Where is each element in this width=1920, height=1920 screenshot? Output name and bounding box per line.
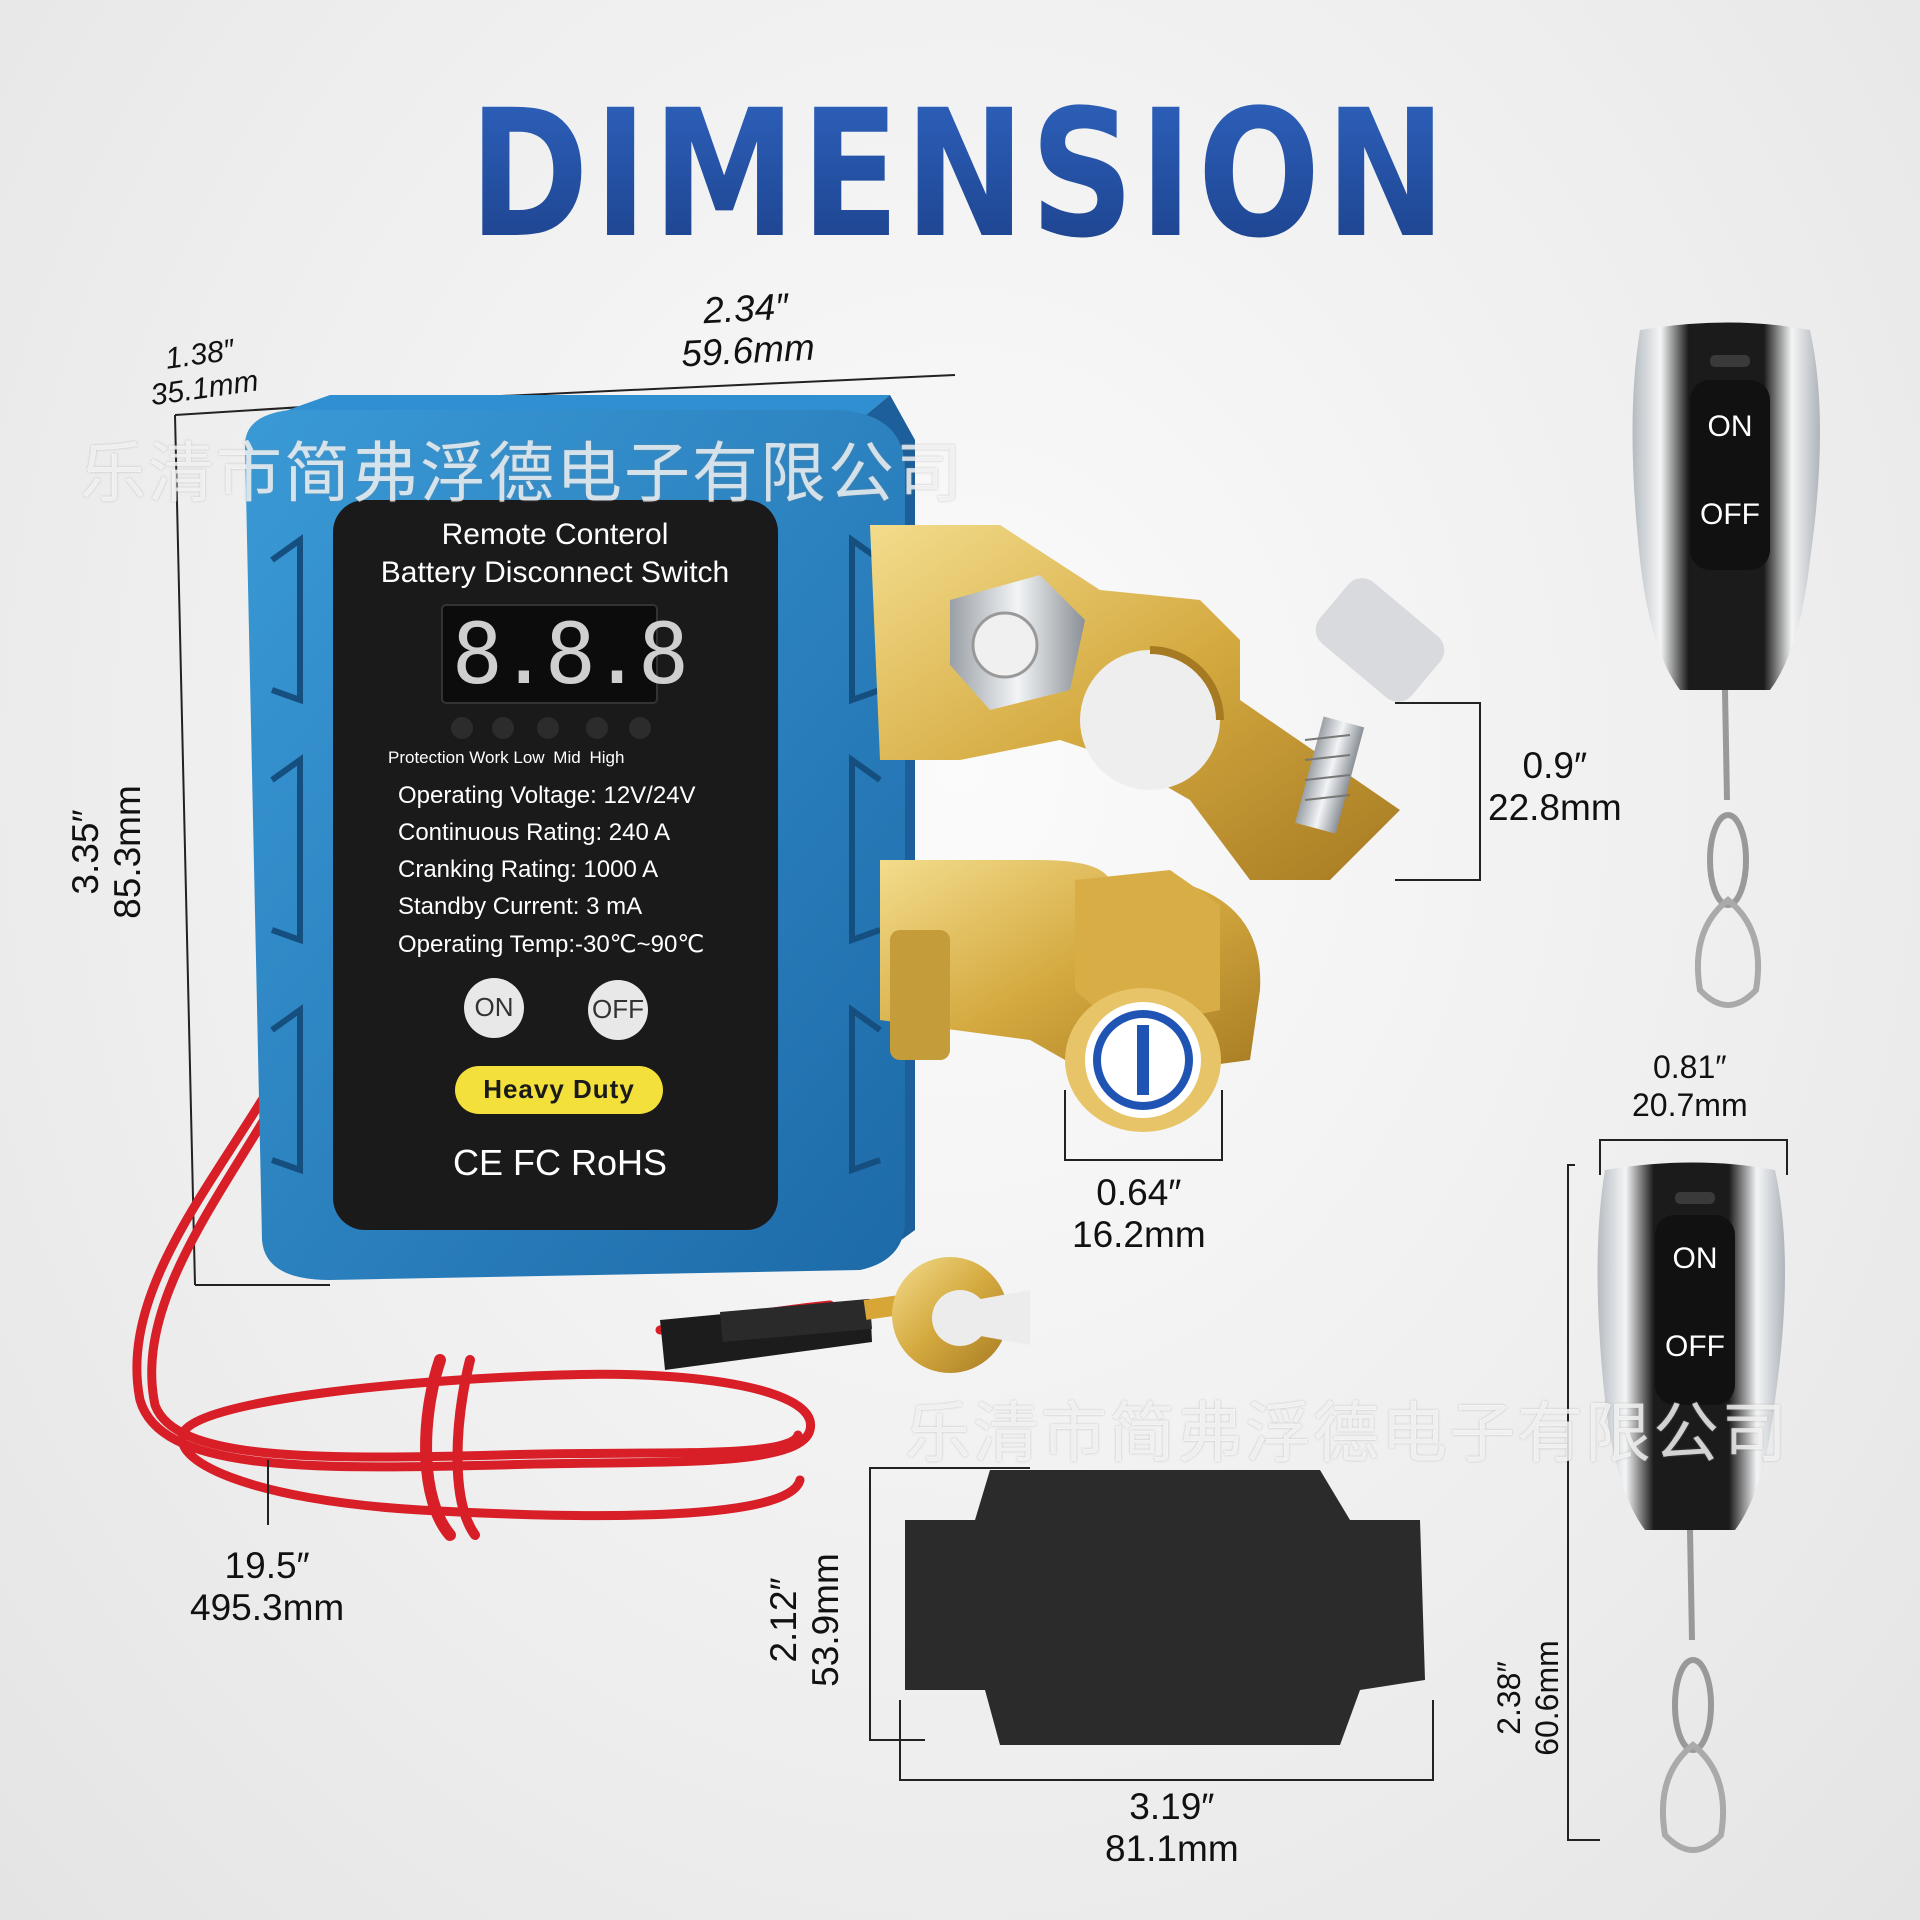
dim-post: 0.64″ 16.2mm [1072, 1172, 1206, 1256]
remote-top-off-button[interactable]: OFF [1700, 498, 1760, 531]
dim-remote-height: 2.38″ 60.6mm [1490, 1640, 1566, 1756]
dim-remote-width: 0.81″ 20.7mm [1632, 1048, 1748, 1124]
dim-pad-height-in: 2.12″ [762, 1577, 804, 1663]
cable-terminal [660, 1257, 1030, 1373]
rubber-pad [869, 1467, 1434, 1781]
dim-pad-width: 3.19″ 81.1mm [1105, 1786, 1239, 1870]
dim-cable-mm: 495.3mm [190, 1587, 345, 1628]
device-title-line1: Remote Conterol [441, 518, 669, 551]
indicator-mid: Mid [553, 748, 581, 767]
indicator-work: Work [469, 748, 509, 767]
remote-top [1632, 322, 1820, 1008]
certifications: CE FC RoHS [452, 1142, 668, 1183]
dim-clamp: 0.9″ 22.8mm [1488, 745, 1622, 829]
device-on-button[interactable]: ON [474, 992, 514, 1022]
dim-height: 3.35″ 85.3mm [65, 785, 149, 919]
battery-clamp [870, 525, 1445, 880]
spec-voltage: Operating Voltage: 12V/24V [398, 782, 696, 809]
spec-continuous: Continuous Rating: 240 A [398, 819, 671, 846]
battery-post [880, 860, 1261, 1132]
dim-cable: 19.5″ 495.3mm [190, 1545, 344, 1629]
remote-bottom-off-button[interactable]: OFF [1665, 1330, 1725, 1363]
remote-bottom-on-button[interactable]: ON [1672, 1242, 1718, 1275]
spec-temp: Operating Temp:-30℃~90℃ [398, 931, 705, 958]
switch-body [245, 395, 915, 1280]
dim-clamp-mm: 22.8mm [1488, 787, 1622, 828]
page-title: DIMENSION [173, 72, 1747, 277]
dim-remote-width-in: 0.81″ [1652, 1049, 1727, 1085]
heavy-duty-badge: Heavy Duty [483, 1074, 635, 1104]
dim-pad-height-mm: 53.9mm [804, 1553, 846, 1687]
device-off-button[interactable]: OFF [592, 994, 644, 1024]
dim-pad-height: 2.12″ 53.9mm [763, 1553, 847, 1687]
dim-width-mm: 59.6mm [680, 326, 816, 375]
dim-post-mm: 16.2mm [1072, 1214, 1206, 1255]
watermark-top: 乐清市简弗浮德电子有限公司 [80, 435, 964, 512]
dim-height-in: 3.35″ [64, 809, 106, 895]
dim-width-in: 2.34″ [702, 285, 790, 332]
dim-remote-width-mm: 20.7mm [1632, 1087, 1748, 1123]
dim-remote-height-in: 2.38″ [1490, 1661, 1527, 1735]
indicator-low: Low [513, 748, 545, 767]
spec-standby: Standby Current: 3 mA [398, 893, 643, 920]
indicator-protection: Protection [388, 748, 465, 767]
dim-clamp-in: 0.9″ [1522, 745, 1588, 786]
indicator-labels: Protection Work Low Mid High [388, 748, 624, 768]
dim-pad-width-mm: 81.1mm [1105, 1828, 1239, 1869]
dim-post-in: 0.64″ [1096, 1172, 1182, 1213]
dim-width: 2.34″ 59.6mm [678, 285, 816, 376]
device-title-line2: Battery Disconnect Switch [380, 556, 730, 589]
spec-cranking: Cranking Rating: 1000 A [398, 856, 659, 883]
led-display: 8.8.8 [452, 605, 689, 703]
indicator-high: High [589, 748, 625, 767]
remote-bottom [1567, 1139, 1788, 1853]
watermark-bottom: 乐清市简弗浮德电子有限公司 [905, 1395, 1789, 1472]
dim-pad-width-in: 3.19″ [1129, 1786, 1215, 1827]
remote-top-on-button[interactable]: ON [1707, 410, 1753, 443]
dim-cable-in: 19.5″ [224, 1545, 310, 1586]
dim-height-mm: 85.3mm [106, 785, 148, 919]
dim-remote-height-mm: 60.6mm [1528, 1640, 1565, 1756]
